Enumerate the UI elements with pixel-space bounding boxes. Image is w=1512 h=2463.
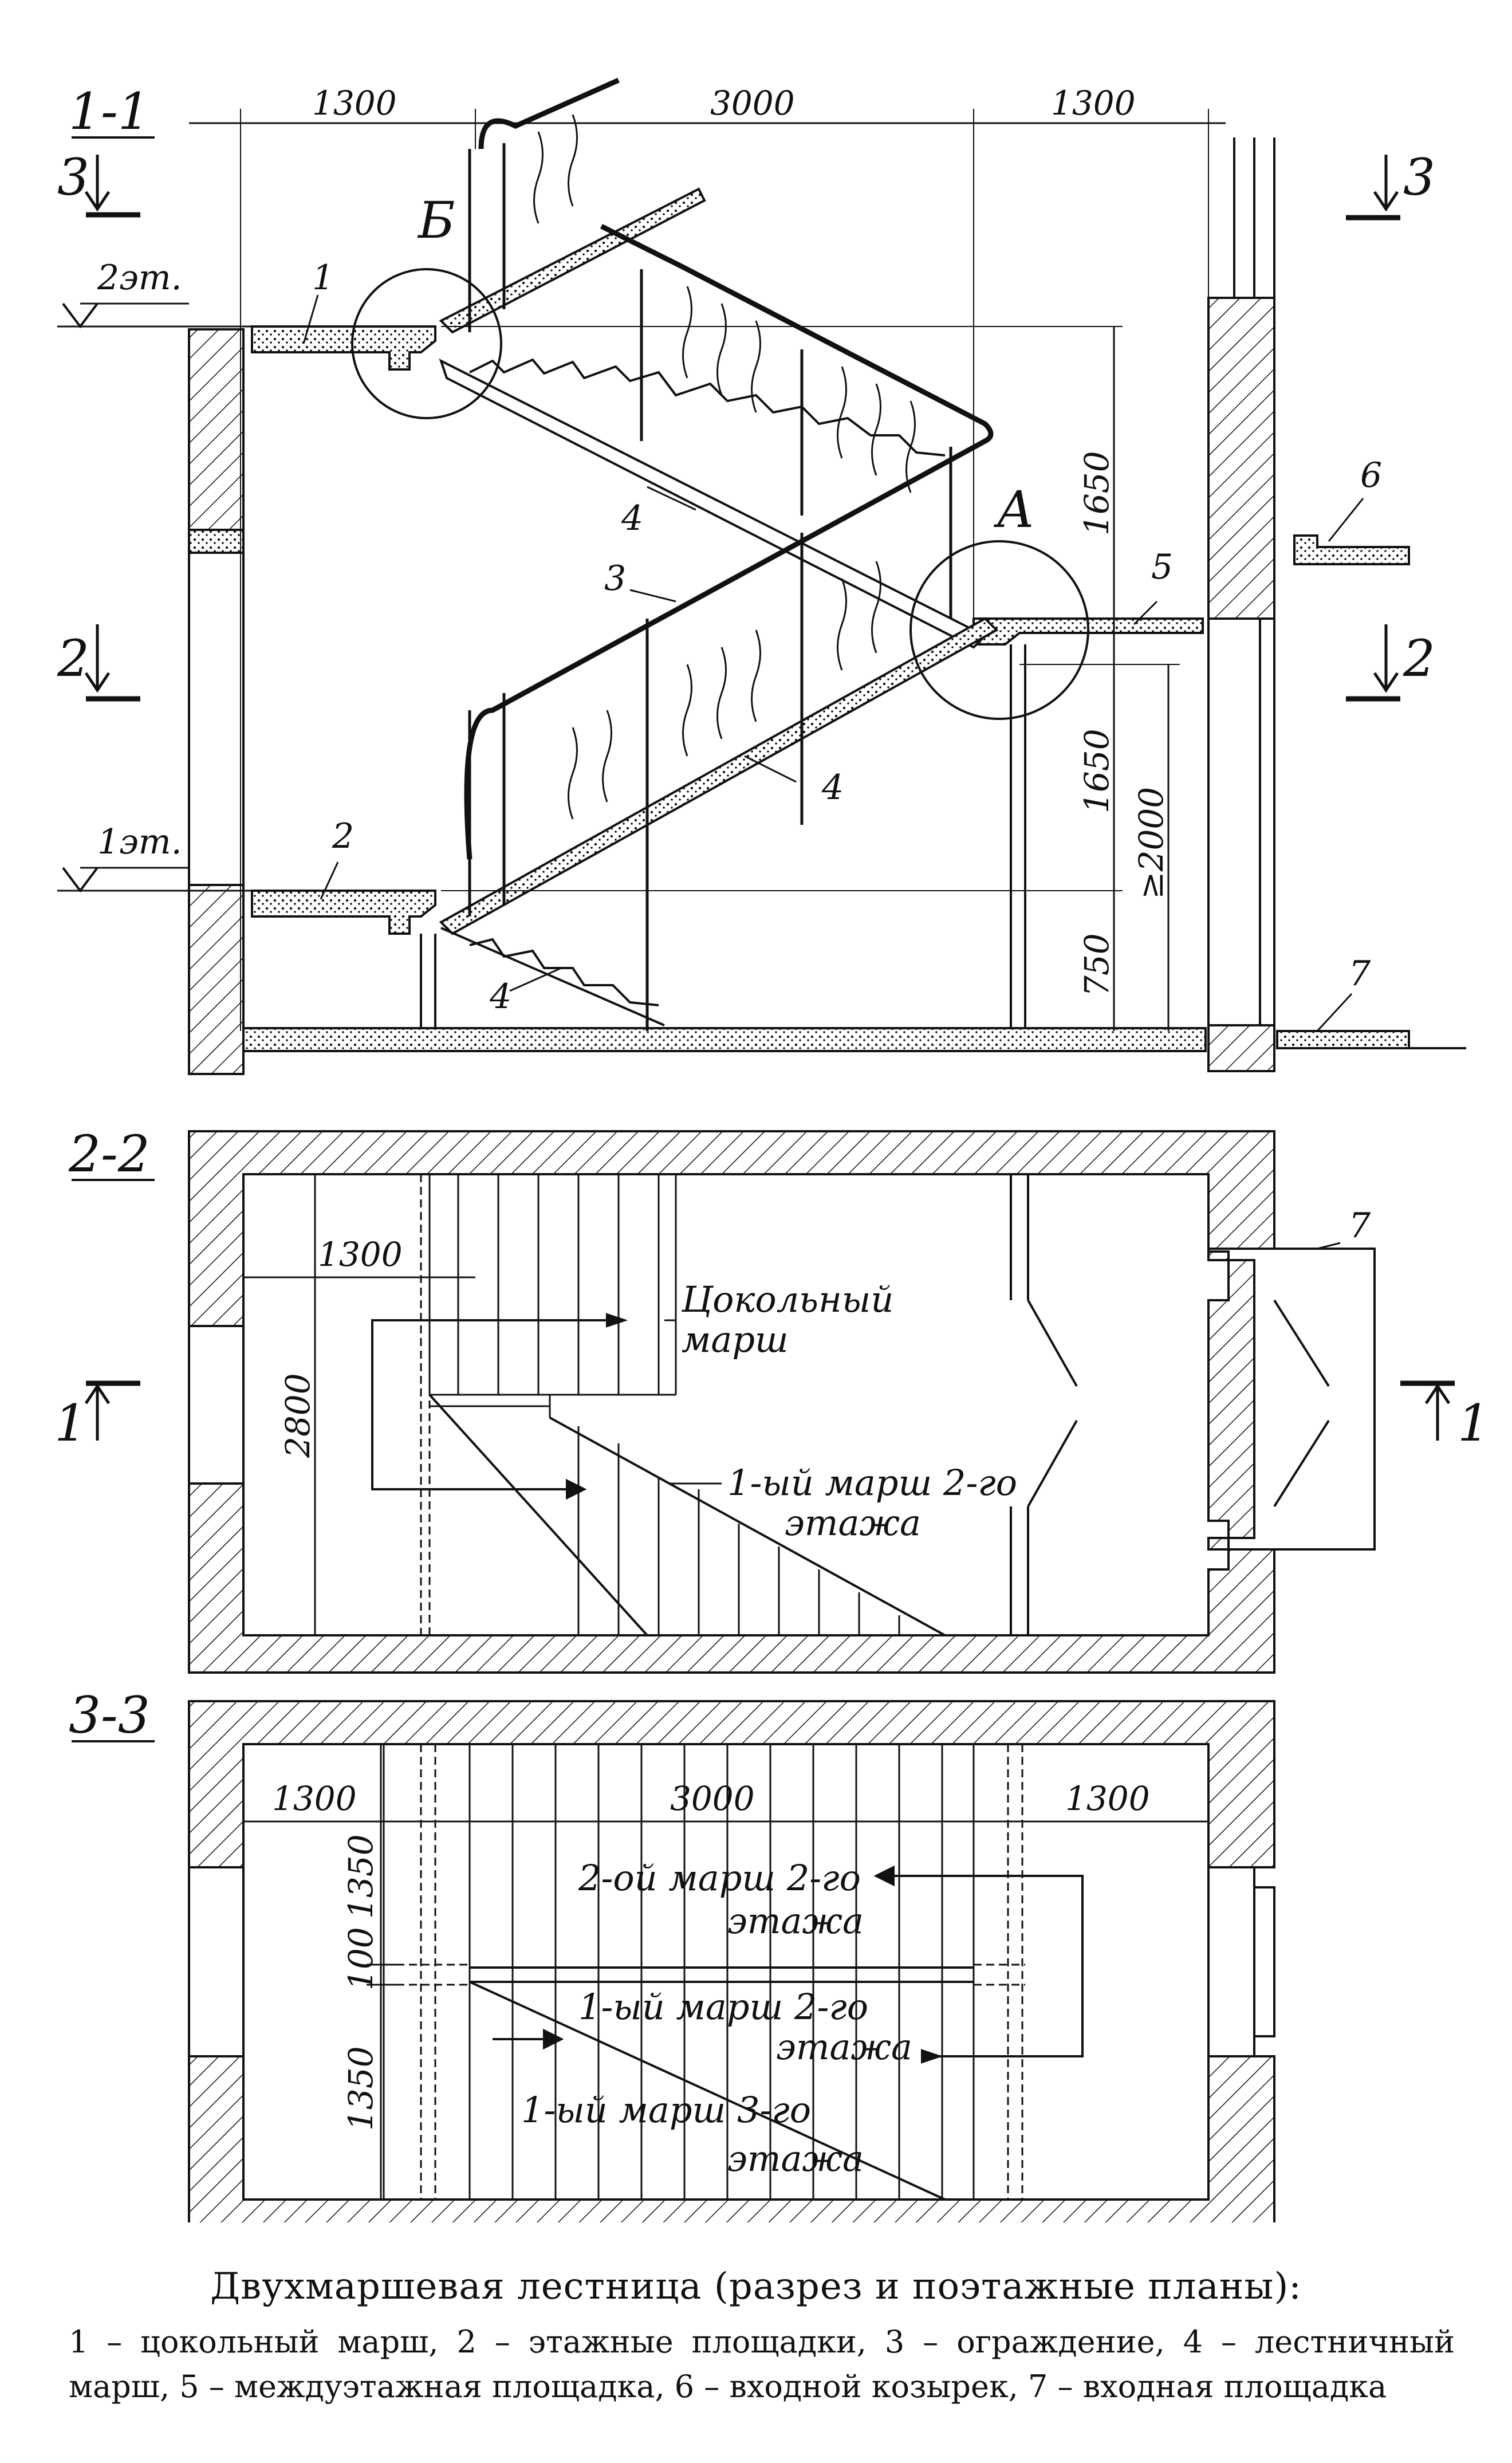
- callout-5: 5: [1151, 547, 1173, 587]
- basement-flight-treads: [420, 1174, 946, 1636]
- detail-circle-b: [351, 268, 502, 419]
- plan-3-3: [72, 1700, 1275, 2222]
- cut-right-3: 3: [1403, 148, 1435, 207]
- detail-b-label: Б: [417, 191, 455, 250]
- left-wall-lower: [188, 884, 245, 1075]
- upper-flight: [439, 359, 987, 649]
- callout-4-lower: 4: [821, 768, 844, 808]
- plan-3-3-flight3-label-1: 1-ый марш 3-го: [521, 2089, 811, 2131]
- callout-3: 3: [604, 558, 626, 599]
- plan-2-2-basement-label-1: Цокольный: [681, 1278, 893, 1320]
- cut-left-2: 2: [57, 629, 89, 688]
- entrance-canopy: [1293, 534, 1410, 565]
- plan-3-3-dim-left-1: 1350: [341, 1834, 380, 1919]
- plan-2-2-cut-right: 1: [1458, 1394, 1490, 1453]
- plan-2-2-width: 1300: [318, 1235, 403, 1274]
- plan-3-3-dim-top-1: 1300: [272, 1779, 357, 1818]
- right-wall: [1207, 297, 1275, 620]
- plan-3-3-flight1-label-1: 1-ый марш 2-го: [578, 1986, 868, 2028]
- plan-3-3-dim-left-2: 100: [341, 1927, 380, 1990]
- ground-floor-slab: [242, 1027, 1207, 1052]
- railing: [464, 77, 994, 1031]
- callout-1-bottom: 4: [489, 977, 511, 1017]
- plan-2-2-basement-label-2: марш: [682, 1319, 789, 1360]
- plan-3-3-flight3-label-2: этажа: [727, 2138, 864, 2179]
- plan-2-2-depth: 2800: [278, 1373, 317, 1458]
- plan-2-2-flight-label-1: 1-ый марш 2-го: [727, 1462, 1017, 1504]
- callout-1-top: 1: [312, 258, 334, 298]
- dim-top-1: 1300: [312, 84, 397, 123]
- plan-3-3-flight2-label-2: этажа: [727, 1900, 864, 1942]
- floor-landing-2: [251, 325, 436, 371]
- dim-top-2: 3000: [710, 84, 795, 123]
- stair-drawing: 1-1 1300 3000 1300 1650 1650 750 ≥2000 2…: [54, 77, 1490, 2222]
- plan-2-2-callout-7: 7: [1349, 1206, 1371, 1246]
- plan-2-2: [72, 1130, 1455, 1674]
- plan-3-3-dim-top-2: 3000: [670, 1779, 755, 1818]
- callout-6: 6: [1360, 455, 1382, 495]
- dim-right-1: 1650: [1077, 451, 1116, 536]
- plan-3-3-treads: [383, 1744, 1025, 2201]
- plan-3-3-dim-top-3: 1300: [1065, 1779, 1150, 1818]
- plan-3-3-flight2-label-1: 2-ой марш 2-го: [578, 1857, 861, 1899]
- plan-2-2-title: 2-2: [68, 1124, 150, 1183]
- lower-flight: [439, 617, 999, 935]
- entrance-platform: [1276, 1030, 1410, 1049]
- plan-2-2-walls: [188, 1130, 1275, 1674]
- detail-a-label: А: [993, 480, 1035, 539]
- dim-right-2: 1650: [1077, 729, 1116, 813]
- plan-3-3-title: 3-3: [69, 1686, 150, 1745]
- callout-4-upper: 4: [621, 498, 643, 538]
- dim-right-3: 750: [1077, 933, 1116, 997]
- figure-caption-legend: 1 – цокольный марш, 2 – этажные площадки…: [69, 2324, 1455, 2405]
- callout-2: 2: [332, 816, 354, 856]
- plan-3-3-dim-left-3: 1350: [341, 2046, 380, 2131]
- detail-circle-a: [909, 540, 1089, 720]
- section-1-1-title: 1-1: [69, 82, 150, 141]
- section-1-1: [57, 77, 1466, 1075]
- callout-7: 7: [1349, 954, 1371, 994]
- level-2-label: 2эт.: [97, 258, 182, 298]
- plan-2-2-flight-label-2: этажа: [785, 1502, 921, 1544]
- floor-landing-1: [251, 890, 436, 935]
- plan-2-2-cut-left: 1: [54, 1394, 86, 1453]
- plan-3-3-flight1-label-2: этажа: [776, 2026, 912, 2068]
- dim-clearance: ≥2000: [1132, 787, 1171, 899]
- figure-caption-title: Двухмаршевая лестница (разрез и поэтажны…: [210, 2265, 1302, 2308]
- dim-top-3: 1300: [1051, 84, 1136, 123]
- cut-left-3: 3: [57, 148, 89, 207]
- basement-flight: [440, 927, 665, 1026]
- level-1-label: 1эт.: [97, 822, 182, 862]
- cut-right-2: 2: [1403, 629, 1435, 688]
- left-wall-upper: [188, 328, 245, 531]
